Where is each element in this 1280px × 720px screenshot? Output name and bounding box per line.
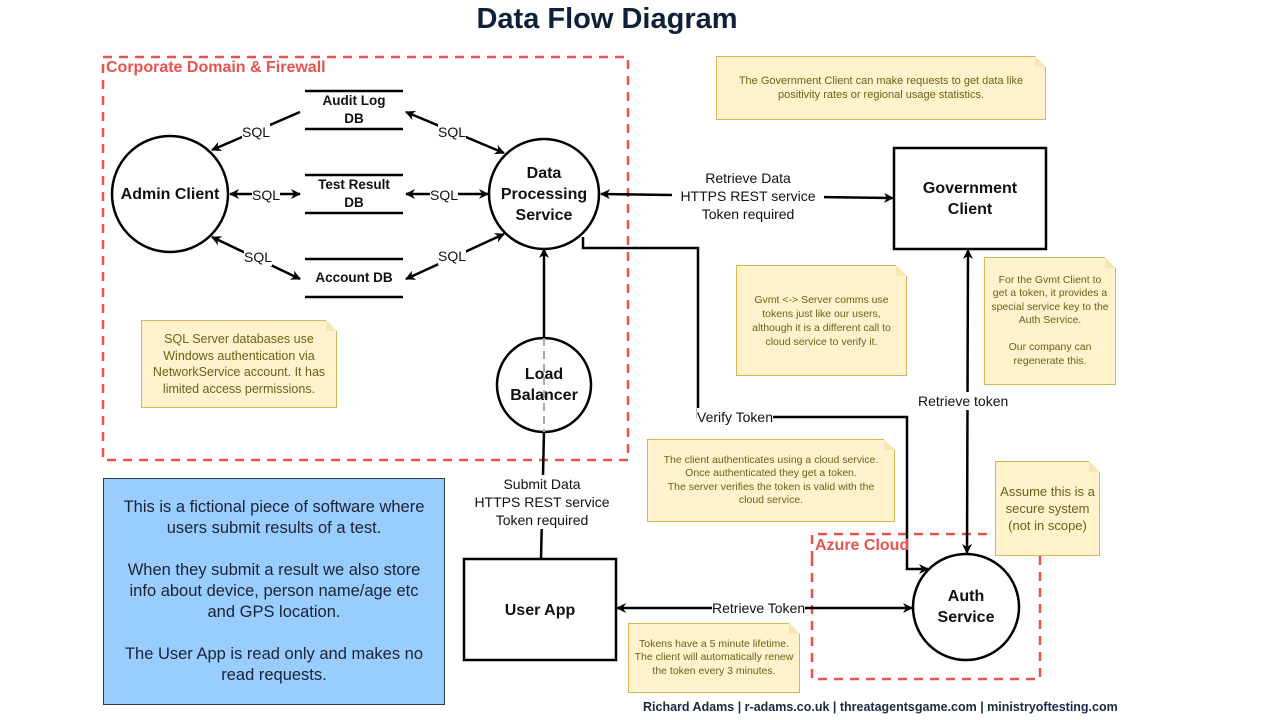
note-token-lifetime: Tokens have a 5 minute lifetime. The cli…: [628, 623, 800, 693]
edge-label-submit-data: Submit Data HTTPS REST service Token req…: [466, 475, 618, 529]
note-gvmt-server-comms: Gvmt <-> Server comms use tokens just li…: [736, 265, 907, 376]
note-client-auth: The client authenticates using a cloud s…: [647, 439, 895, 522]
government-client-label: Government Client: [922, 180, 1018, 218]
info-box-description: This is a fictional piece of software wh…: [103, 478, 445, 705]
test-result-db-label: Test Result DB: [318, 177, 390, 210]
user-app-label: User App: [504, 601, 576, 619]
edge-label-sql-admin-account: SQL: [244, 248, 273, 266]
edge-label-retrieve-data: Retrieve Data HTTPS REST service Token r…: [672, 169, 824, 223]
edge-label-sql-admin-audit: SQL: [242, 123, 271, 141]
note-sql-server: SQL Server databases use Windows authent…: [141, 320, 337, 408]
account-db-label: Account DB: [315, 270, 393, 285]
page-title: Data Flow Diagram: [476, 3, 738, 35]
footer-credits: Richard Adams | r-adams.co.uk | threatag…: [643, 700, 1118, 714]
azure-zone-boundary: [810, 532, 1042, 681]
azure-zone-label: Azure Cloud: [815, 537, 910, 554]
admin-client-label: Admin Client: [120, 185, 220, 203]
corporate-zone-label: Corporate Domain & Firewall: [106, 59, 326, 76]
auth-service-label: Auth Service: [937, 588, 995, 626]
edge-label-retrieve-token-gov: Retrieve token: [918, 392, 1009, 410]
edge-label-verify-token: Verify Token: [697, 408, 774, 426]
edge-label-retrieve-token-user: Retrieve Token: [712, 599, 806, 617]
edge-label-sql-dps-audit: SQL: [438, 123, 467, 141]
auth-service-node[interactable]: [911, 552, 1021, 662]
government-client-node[interactable]: [892, 146, 1048, 251]
note-government-requests: The Government Client can make requests …: [716, 56, 1046, 120]
edge-label-sql-dps-test: SQL: [430, 186, 459, 204]
edge-label-sql-admin-test: SQL: [252, 186, 281, 204]
audit-log-db-store: [305, 89, 403, 131]
corporate-zone-boundary: [101, 55, 630, 462]
user-app-node[interactable]: [462, 557, 618, 662]
audit-log-db-label: Audit Log DB: [322, 93, 386, 126]
test-result-db-store: [305, 173, 403, 215]
note-gvmt-token: For the Gvmt Client to get a token, it p…: [984, 257, 1116, 385]
data-processing-service-label: Data Processing Service: [500, 164, 588, 224]
admin-client-node[interactable]: [110, 134, 230, 254]
account-db-store: [305, 257, 403, 299]
data-processing-service-node[interactable]: [487, 137, 601, 251]
edge-label-sql-dps-account: SQL: [438, 247, 467, 265]
load-balancer-label: Load Balancer: [510, 366, 578, 404]
note-secure-system: Assume this is a secure system (not in s…: [995, 461, 1100, 556]
